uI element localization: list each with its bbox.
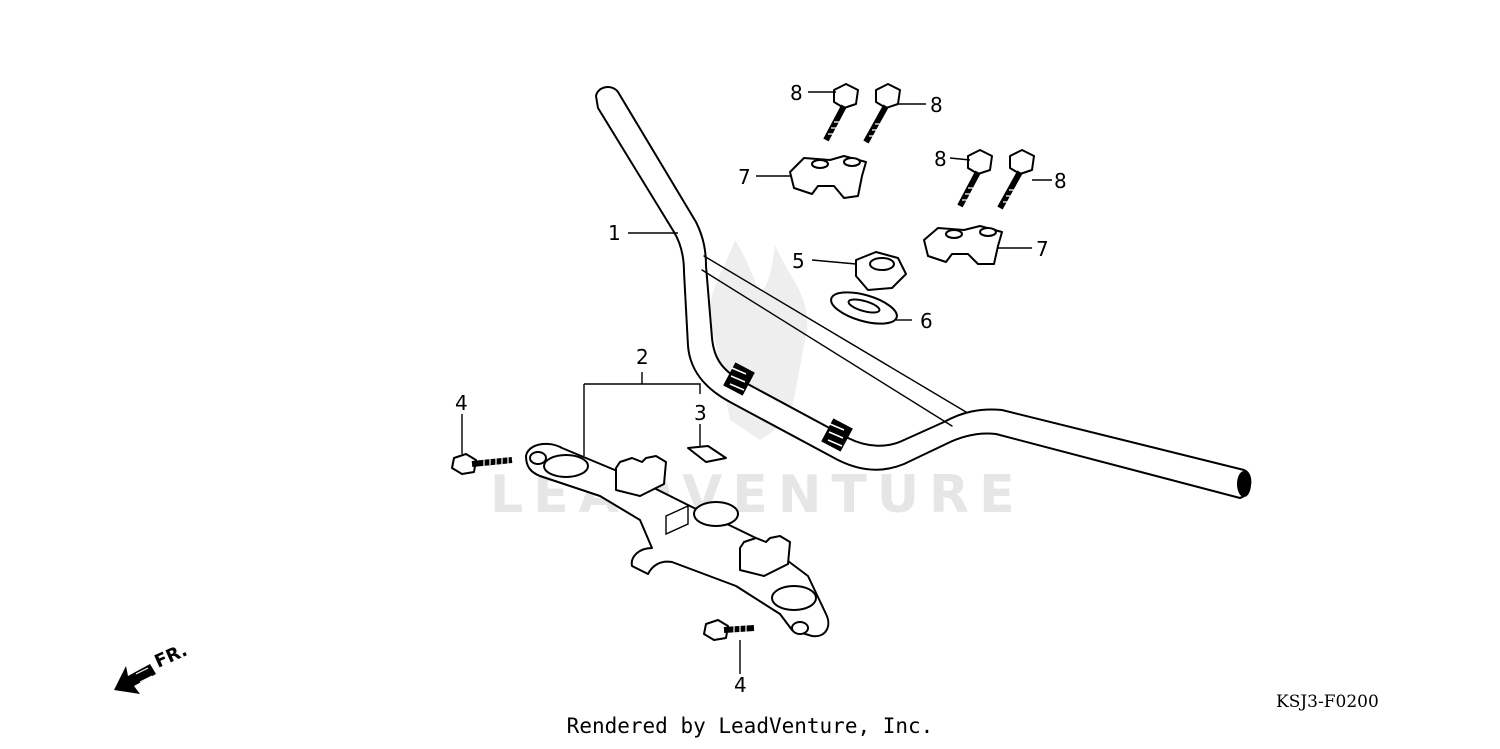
callout-5: 5 xyxy=(792,249,805,273)
washer-plate-part[interactable] xyxy=(687,445,727,463)
callout-6: 6 xyxy=(920,309,933,333)
handlebar-part[interactable] xyxy=(595,86,1252,499)
upper-holder-part-right[interactable] xyxy=(923,225,1003,265)
callout-8-b: 8 xyxy=(930,93,943,117)
callout-4-lower: 4 xyxy=(734,673,747,697)
callout-4-upper: 4 xyxy=(455,391,468,415)
holder-bolt-part-3[interactable] xyxy=(957,149,993,208)
holder-bolt-part-2[interactable] xyxy=(863,83,901,144)
holder-bolt-part-1[interactable] xyxy=(823,83,859,142)
callout-7-right: 7 xyxy=(1036,237,1049,261)
figure-code: KSJ3-F0200 xyxy=(1276,692,1379,712)
callouts: 1 2 3 4 4 5 6 7 7 8 8 8 8 xyxy=(455,81,1067,697)
bolt-part-bottom[interactable] xyxy=(703,619,755,641)
callout-8-d: 8 xyxy=(1054,169,1067,193)
callout-1: 1 xyxy=(608,221,621,245)
credit-text: Rendered by LeadVenture, Inc. xyxy=(566,714,934,738)
callout-7-left: 7 xyxy=(738,165,751,189)
nut-part[interactable] xyxy=(855,251,907,291)
direction-label: FR. xyxy=(151,640,190,673)
washer-part[interactable] xyxy=(828,286,901,330)
callout-8-a: 8 xyxy=(790,81,803,105)
holder-bolt-part-4[interactable] xyxy=(997,149,1035,210)
leader-lines xyxy=(461,91,1052,674)
bolt-part-left[interactable] xyxy=(451,453,513,475)
handlebar-holder-part[interactable] xyxy=(525,442,830,638)
front-direction-arrow: FR. xyxy=(114,640,190,694)
upper-holder-part-left[interactable] xyxy=(789,155,867,199)
callout-3: 3 xyxy=(694,401,707,425)
callout-2: 2 xyxy=(636,345,649,369)
callout-8-c: 8 xyxy=(934,147,947,171)
